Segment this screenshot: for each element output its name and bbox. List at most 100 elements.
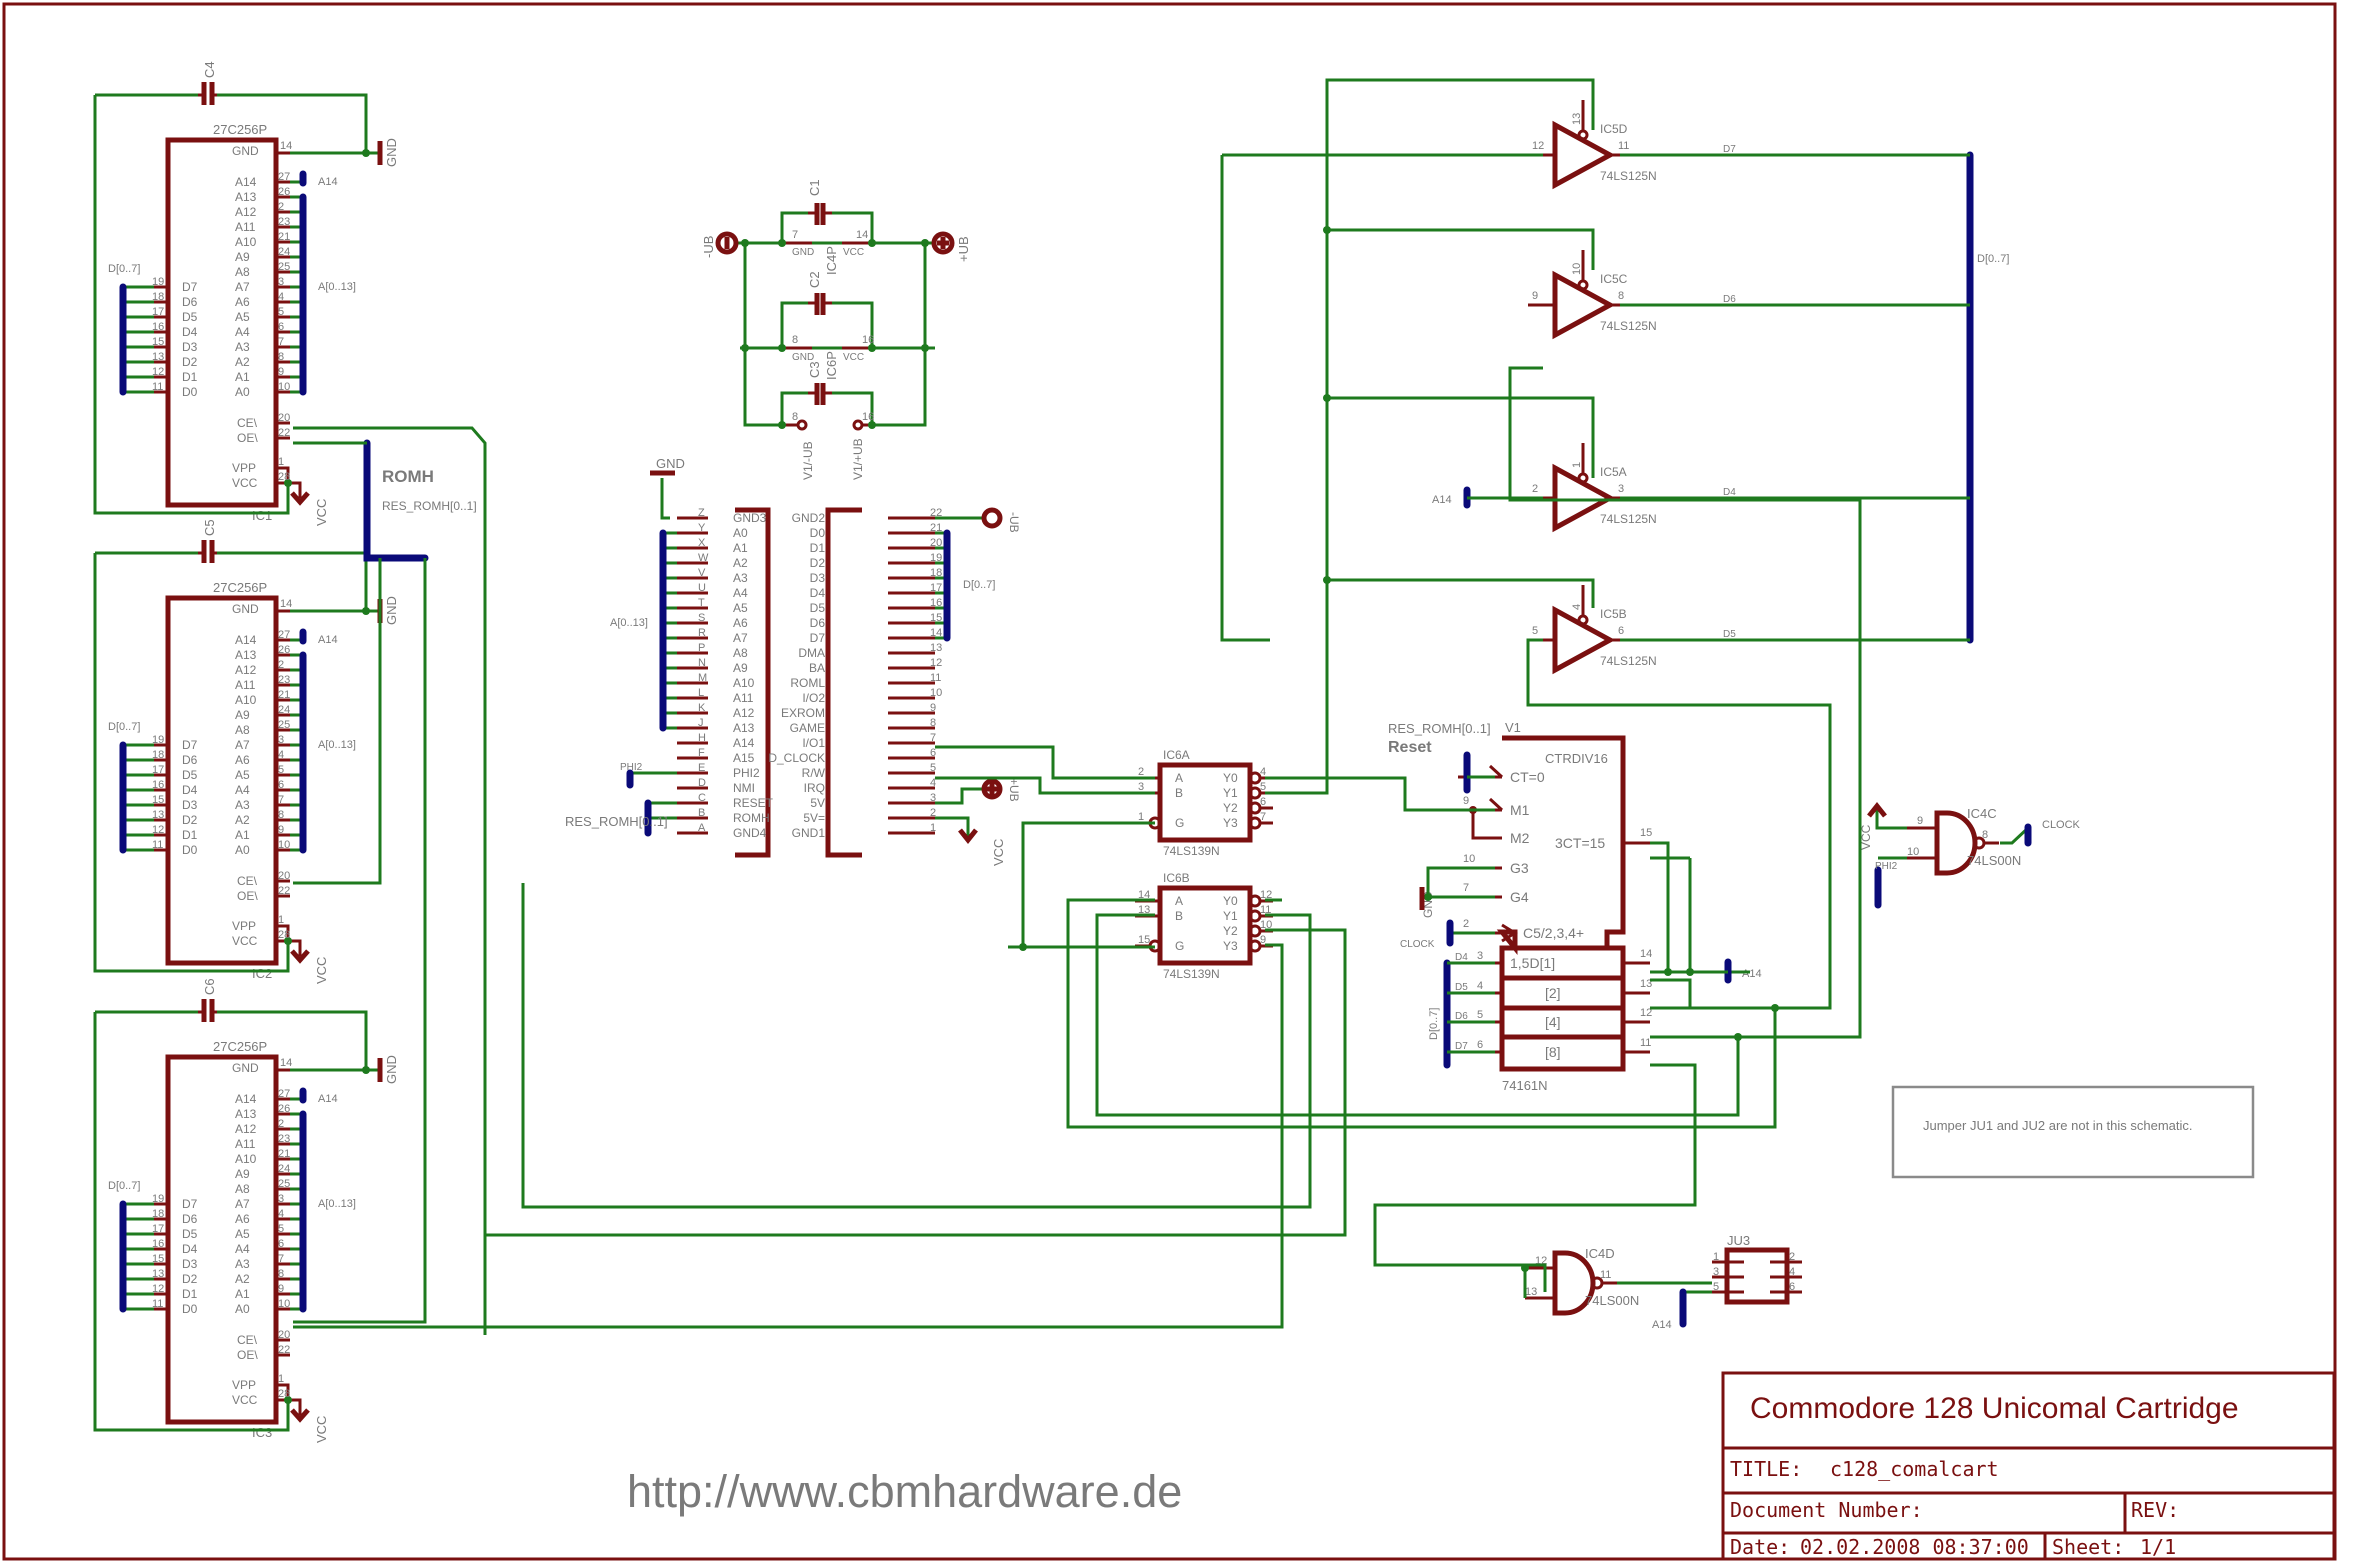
connector-gnd-label: GND xyxy=(656,456,685,471)
eprom-body xyxy=(165,137,279,508)
pin-name: A3 xyxy=(235,798,250,812)
nand-group: 9108IC4C74LS00N121311IC4D74LS00NVCCPHI2C… xyxy=(1521,801,2081,1331)
counter-pin-number: 9 xyxy=(1463,795,1469,807)
ic6p-vcc-pin: 16 xyxy=(862,334,874,346)
romh-label: ROMH xyxy=(382,467,434,486)
pin-name: A10 xyxy=(235,1152,257,1166)
gnd-label: GND xyxy=(384,138,399,167)
connector-pin-number: 19 xyxy=(930,552,942,564)
buffer-output-pin: 11 xyxy=(1618,140,1629,152)
connector-pin-letter: U xyxy=(698,582,706,594)
a14-label: A14 xyxy=(318,1093,338,1105)
counter-pin-name: M2 xyxy=(1510,830,1530,846)
connector-left-body xyxy=(735,507,771,858)
counter-bit-output-pin: 14 xyxy=(1640,948,1652,960)
ic4c-phi2-label: PHI2 xyxy=(1875,861,1898,872)
counter-pin-number: 2 xyxy=(1463,918,1469,930)
pin-name: D6 xyxy=(182,295,198,309)
connector-pin-name: D2 xyxy=(810,556,826,570)
connector-pin-name: RESET xyxy=(733,796,774,810)
counter-a14-label: A14 xyxy=(1742,968,1762,980)
buffer-ref: IC5A xyxy=(1600,465,1627,479)
pin-name: A11 xyxy=(235,678,256,692)
pin-name: A12 xyxy=(235,663,257,677)
decoder-pin-name: Y0 xyxy=(1223,894,1238,908)
pin-name: A7 xyxy=(235,738,250,752)
pin-number: 15 xyxy=(152,794,164,806)
sheet-label: Sheet: xyxy=(2052,1535,2124,1559)
connector-pin-letter: E xyxy=(698,762,705,774)
pin-name: D2 xyxy=(182,813,198,827)
cap-wire xyxy=(93,93,368,515)
pin-name: D5 xyxy=(182,310,198,324)
pin-number: 9 xyxy=(278,1283,284,1295)
connector-pin-name: D0 xyxy=(810,526,826,540)
inversion-bubble xyxy=(1248,924,1262,938)
decoder-pin-number: 7 xyxy=(1260,811,1266,823)
buffer-part: 74LS125N xyxy=(1600,512,1657,526)
inversion-bubble xyxy=(1248,801,1262,815)
connector-pin-letter: T xyxy=(698,597,705,609)
pin-name: D6 xyxy=(182,753,198,767)
buffer-enable-pin: 1 xyxy=(1571,462,1583,468)
connector-vcc-label: VCC xyxy=(991,839,1006,866)
pin-number: 13 xyxy=(152,351,164,363)
buffer-input-pin: 2 xyxy=(1532,483,1538,495)
counter-pin-name: CT=0 xyxy=(1510,769,1545,785)
pin-number: 14 xyxy=(280,598,292,610)
pin-name: A0 xyxy=(235,843,250,857)
ic6p-gnd-pin: 8 xyxy=(792,334,798,346)
decoder-pin-name: Y2 xyxy=(1223,801,1238,815)
pin-name: A13 xyxy=(235,190,257,204)
counter-bit-output-pin: 11 xyxy=(1640,1037,1651,1049)
pin-number: 20 xyxy=(278,870,290,882)
buffer-ref: IC5B xyxy=(1600,607,1627,621)
pin-number: 22 xyxy=(278,427,290,439)
connector-pin-name: A5 xyxy=(733,601,748,615)
connector-pin-name: A6 xyxy=(733,616,748,630)
pin-number: 24 xyxy=(278,1163,290,1175)
pin-number: 17 xyxy=(152,306,164,318)
pin-name: A4 xyxy=(235,325,250,339)
decoder-pin-number: 10 xyxy=(1260,919,1272,931)
decoder-pin-name: G xyxy=(1175,939,1184,953)
pin-number: 4 xyxy=(278,291,284,303)
pin-number: 5 xyxy=(278,306,284,318)
pin-number: 25 xyxy=(278,719,290,731)
buffer-output-pin: 6 xyxy=(1618,625,1624,637)
website-link[interactable]: http://www.cbmhardware.de xyxy=(627,1466,1182,1517)
pin-name: D0 xyxy=(182,1302,198,1316)
ic6p-gnd-label: GND xyxy=(792,352,814,363)
pin-number: 19 xyxy=(152,1193,164,1205)
pin-number: 20 xyxy=(278,1329,290,1341)
ic4c-vcc-label: VCC xyxy=(1859,824,1873,850)
pin-name: A7 xyxy=(235,1197,250,1211)
pin-number: 25 xyxy=(278,1178,290,1190)
jumper-pin: 5 xyxy=(1713,1281,1719,1293)
dbus-label: D[0..7] xyxy=(108,263,140,275)
pin-name: A13 xyxy=(235,1107,257,1121)
connector-pin-name: 5V xyxy=(810,796,825,810)
connector-pin-number: 1 xyxy=(930,822,936,834)
pin-name: VPP xyxy=(232,919,256,933)
counter-title: CTRDIV16 xyxy=(1545,751,1608,766)
pin-name: CE\ xyxy=(237,1333,258,1347)
pin-number: 14 xyxy=(280,140,292,152)
counter-bit-input-pin: 5 xyxy=(1477,1009,1483,1021)
power-block: C1 C2 C3 7 14 GND VCC IC4P 8 16 GND VCC … xyxy=(701,179,971,480)
connector-abus-label: A[0..13] xyxy=(610,617,648,629)
pin-number: 22 xyxy=(278,1344,290,1356)
connector-pin-number: 15 xyxy=(930,612,942,624)
pin-name: GND xyxy=(232,144,259,158)
pin-number: 11 xyxy=(152,839,163,851)
connector-pin-letter: L xyxy=(698,687,704,699)
pin-name: A2 xyxy=(235,355,250,369)
vcc-label: VCC xyxy=(314,957,329,984)
pin-name: D2 xyxy=(182,1272,198,1286)
buffer-part: 74LS125N xyxy=(1600,654,1657,668)
pin-name: A14 xyxy=(235,633,257,647)
sheet-value: 1/1 xyxy=(2140,1535,2176,1559)
